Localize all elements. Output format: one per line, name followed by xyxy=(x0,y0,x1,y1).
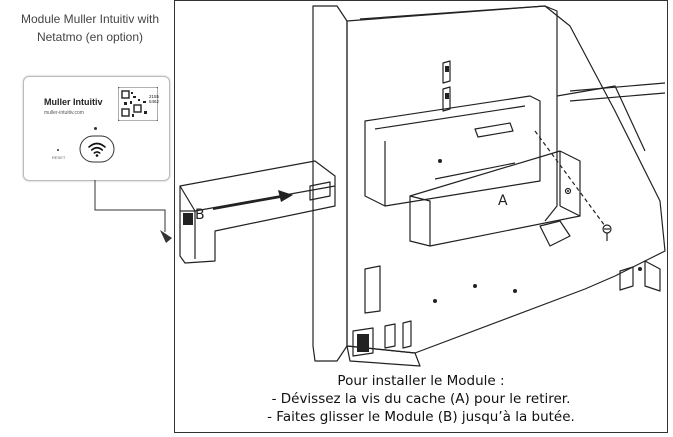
module-bay xyxy=(364,95,541,207)
instructions-step2: - Faites glisser le Module (B) jusqu’à l… xyxy=(267,409,575,425)
instructions-step1: - Dévissez la vis du cache (A) pour le r… xyxy=(271,391,571,407)
module-card: Muller Intuitiv muller-intuitiv.com 2155… xyxy=(23,76,170,181)
screw-path xyxy=(534,130,606,227)
screw-icon xyxy=(602,224,612,241)
radiator-body xyxy=(346,5,666,354)
reset-label: RESET xyxy=(52,155,66,160)
module-brand-url: muller-intuitiv.com xyxy=(44,110,84,116)
qr-code xyxy=(118,87,158,121)
instructions-title: Pour installer le Module : xyxy=(337,373,505,389)
reset-dot xyxy=(57,149,59,151)
module-code: 2155 5462 xyxy=(149,94,163,104)
radiator-side-panel xyxy=(312,5,348,362)
wifi-button xyxy=(79,135,115,163)
label-b: B xyxy=(195,207,205,223)
module-caption-line1: Module Muller Intuitiv with xyxy=(20,12,160,26)
led-dot xyxy=(94,127,97,130)
radiator-drawing xyxy=(179,5,666,367)
installation-illustration: A B Pour installer le Module : - Dévisse… xyxy=(174,0,668,433)
label-a: A xyxy=(498,193,508,209)
module-caption-line2: Netatmo (en option) xyxy=(36,30,144,44)
module-code-line2: 5462 xyxy=(149,99,160,104)
module-brand: Muller Intuitiv xyxy=(44,97,103,107)
module-b-drawer xyxy=(179,160,336,264)
arrow-right-icon xyxy=(212,190,293,210)
cover-a xyxy=(409,150,581,247)
module-caption: Module Muller Intuitiv with Netatmo (en … xyxy=(0,10,180,46)
module-code-line1: 2155 xyxy=(149,94,160,99)
wifi-icon xyxy=(88,142,106,154)
